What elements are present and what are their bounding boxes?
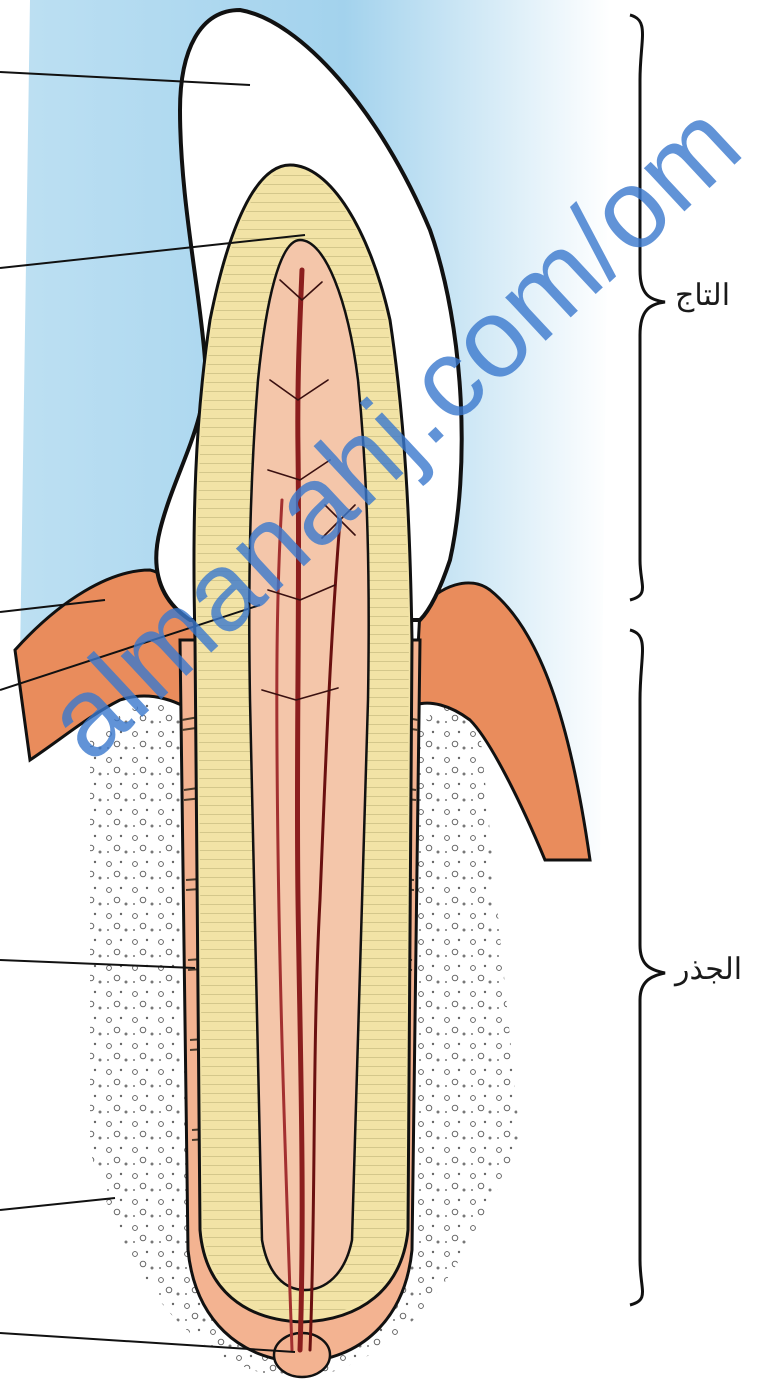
crown-label: التاج: [675, 278, 730, 313]
root-label: الجذر: [675, 952, 742, 987]
root-brace: [630, 630, 665, 1305]
pulp: [249, 240, 368, 1290]
crown-brace: [630, 15, 665, 600]
